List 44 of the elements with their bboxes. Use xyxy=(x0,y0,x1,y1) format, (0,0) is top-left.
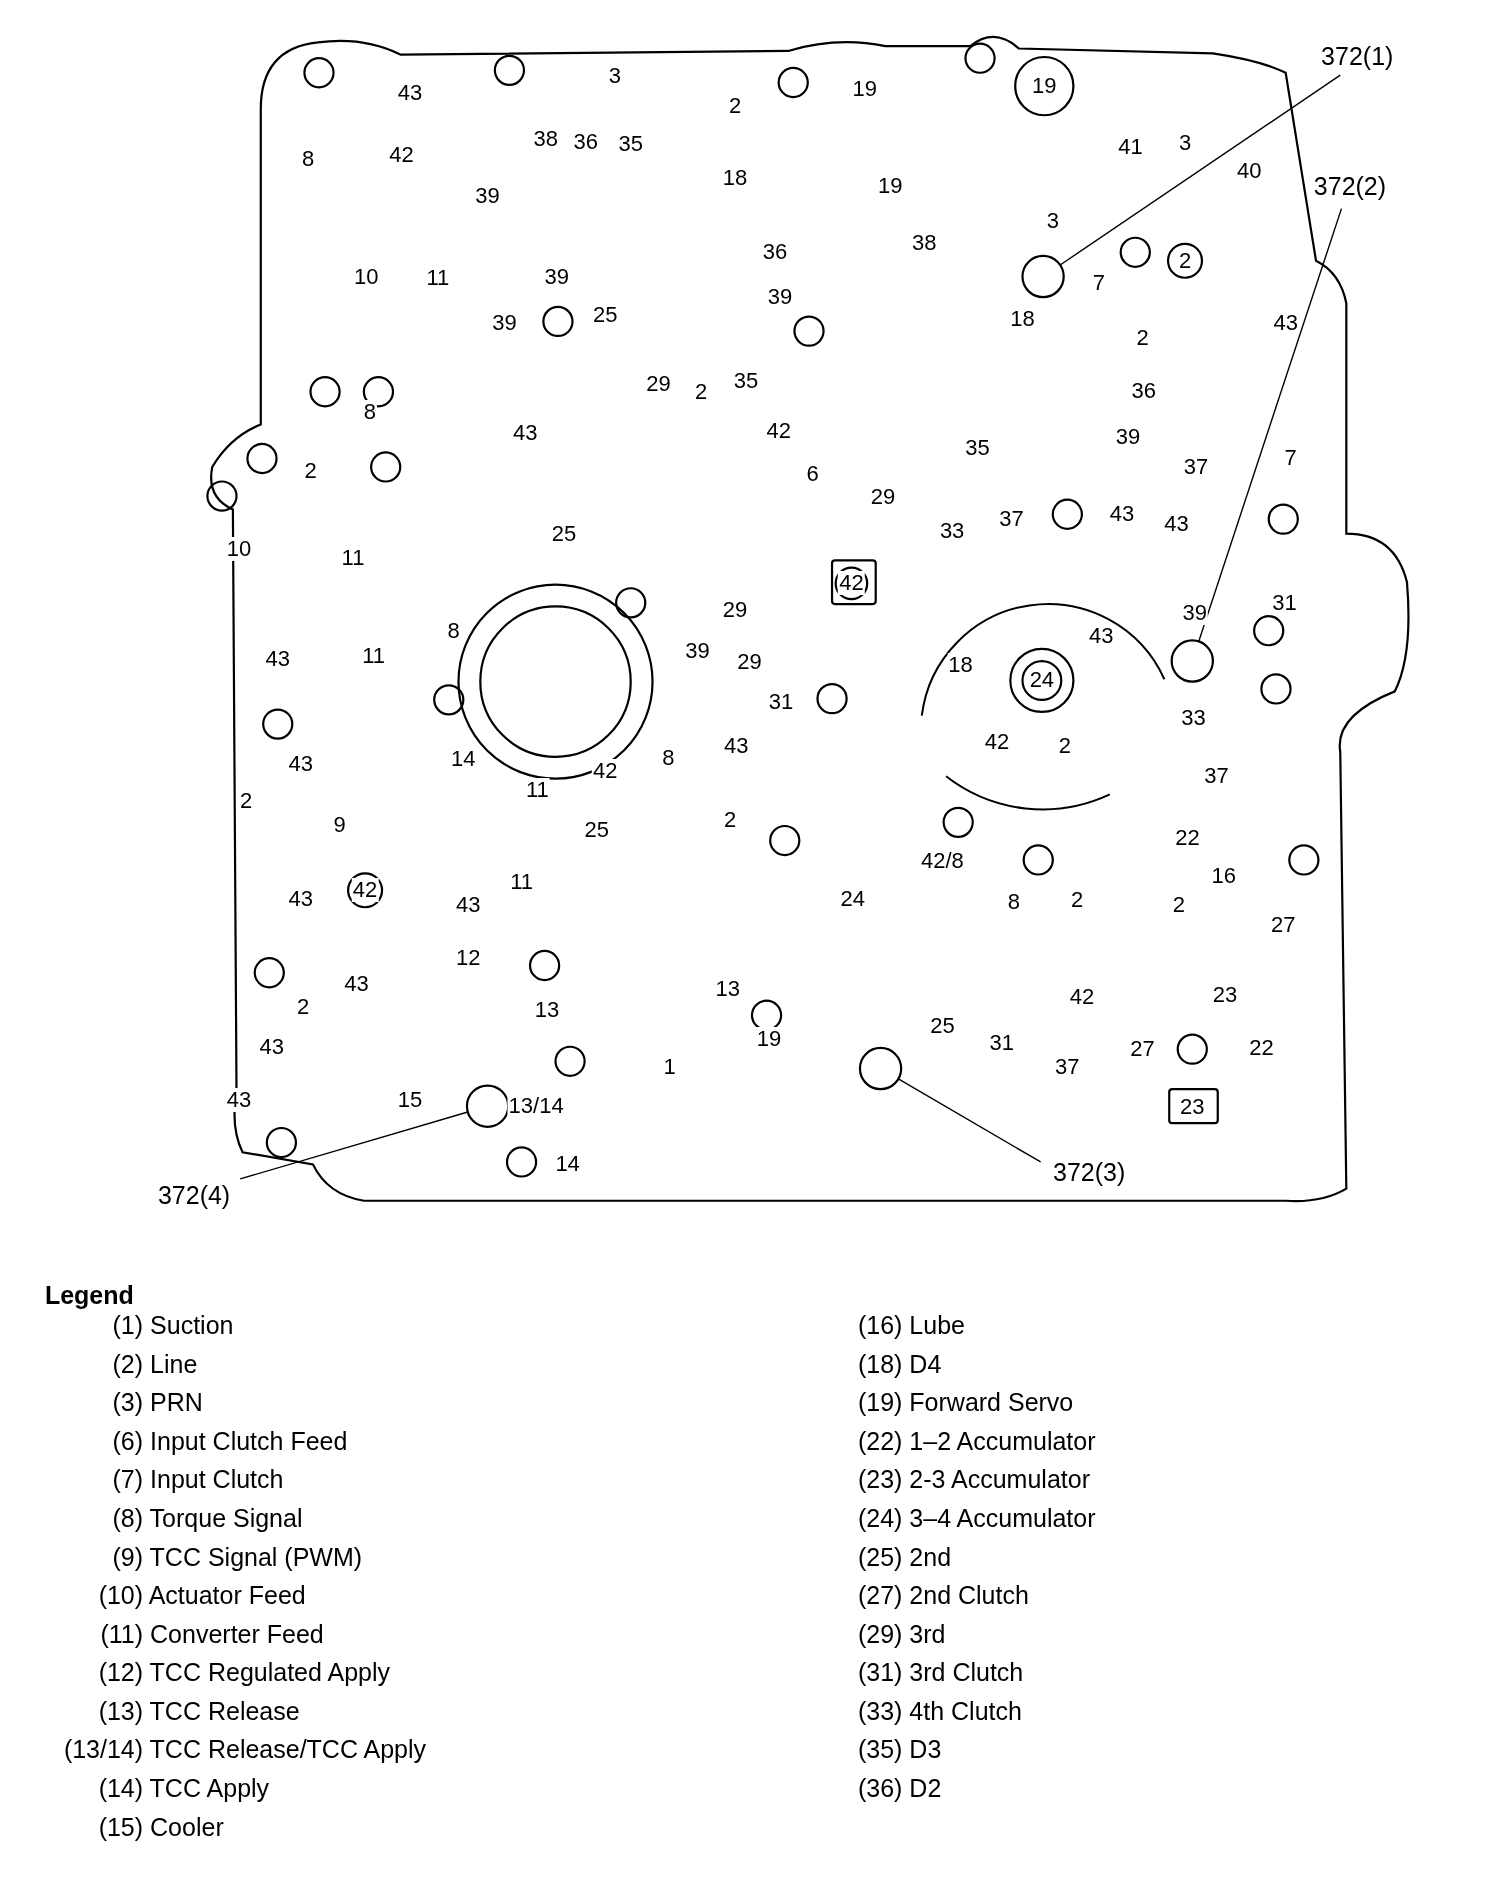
leader-line xyxy=(1198,207,1343,643)
channel-number: 42 xyxy=(351,878,379,903)
bolt-hole xyxy=(465,1084,510,1128)
legend-entry: (6) Input Clutch Feed xyxy=(111,1426,348,1455)
legend-entry: (15) Cooler xyxy=(97,1812,224,1841)
leader-line xyxy=(239,1111,469,1180)
legend-entry: (25) 2nd xyxy=(856,1542,952,1571)
legend-entry: (16) Lube xyxy=(856,1311,965,1340)
legend-entry: (10) Actuator Feed xyxy=(97,1581,306,1610)
leader-line xyxy=(1059,74,1341,266)
legend-entry: (11) Converter Feed xyxy=(99,1619,324,1648)
legend-entry: (35) D3 xyxy=(856,1735,942,1764)
channel-number: 43 xyxy=(225,1088,253,1113)
callout-label: 372(3) xyxy=(1053,1157,1126,1186)
callout-label: 372(4) xyxy=(157,1180,231,1209)
legend-entry: (29) 3rd xyxy=(856,1619,946,1648)
legend-entry: (13) TCC Release xyxy=(97,1696,300,1725)
legend-entry: (19) Forward Servo xyxy=(856,1388,1074,1417)
legend-entry: (12) TCC Regulated Apply xyxy=(97,1658,390,1687)
legend-entry: (24) 3–4 Accumulator xyxy=(856,1504,1096,1532)
channel-number: 42 xyxy=(838,571,865,596)
legend-entry: (36) D2 xyxy=(856,1774,942,1802)
legend-heading: Legend xyxy=(44,1280,134,1309)
legend-entry: (1) Suction xyxy=(111,1311,234,1340)
callout-label: 372(2) xyxy=(1313,171,1387,200)
legend-entry: (23) 2-3 Accumulator xyxy=(856,1465,1090,1494)
legend-entry: (31) 3rd Clutch xyxy=(856,1658,1024,1687)
channel-number: 10 xyxy=(225,537,253,562)
bolt-hole xyxy=(1170,639,1214,683)
leader-line xyxy=(897,1078,1042,1163)
legend-entry: (33) 4th Clutch xyxy=(856,1696,1022,1725)
callout-label: 372(1) xyxy=(1321,41,1394,70)
legend-entry: (27) 2nd Clutch xyxy=(856,1581,1029,1610)
legend-entry: (14) TCC Apply xyxy=(97,1774,270,1802)
legend-entry: (8) Torque Signal xyxy=(111,1504,303,1532)
legend-entry: (18) D4 xyxy=(856,1349,942,1378)
legend-entry: (13/14) TCC Release/TCC Apply xyxy=(62,1735,427,1764)
bolt-hole xyxy=(858,1046,903,1091)
bolt-hole xyxy=(1021,254,1065,299)
legend-entry: (2) Line xyxy=(111,1349,198,1378)
legend-entry: (22) 1–2 Accumulator xyxy=(856,1426,1096,1455)
legend-entry: (7) Input Clutch xyxy=(111,1465,284,1494)
legend-entry: (9) TCC Signal (PWM) xyxy=(111,1542,363,1571)
legend-entry: (3) PRN xyxy=(111,1388,203,1417)
